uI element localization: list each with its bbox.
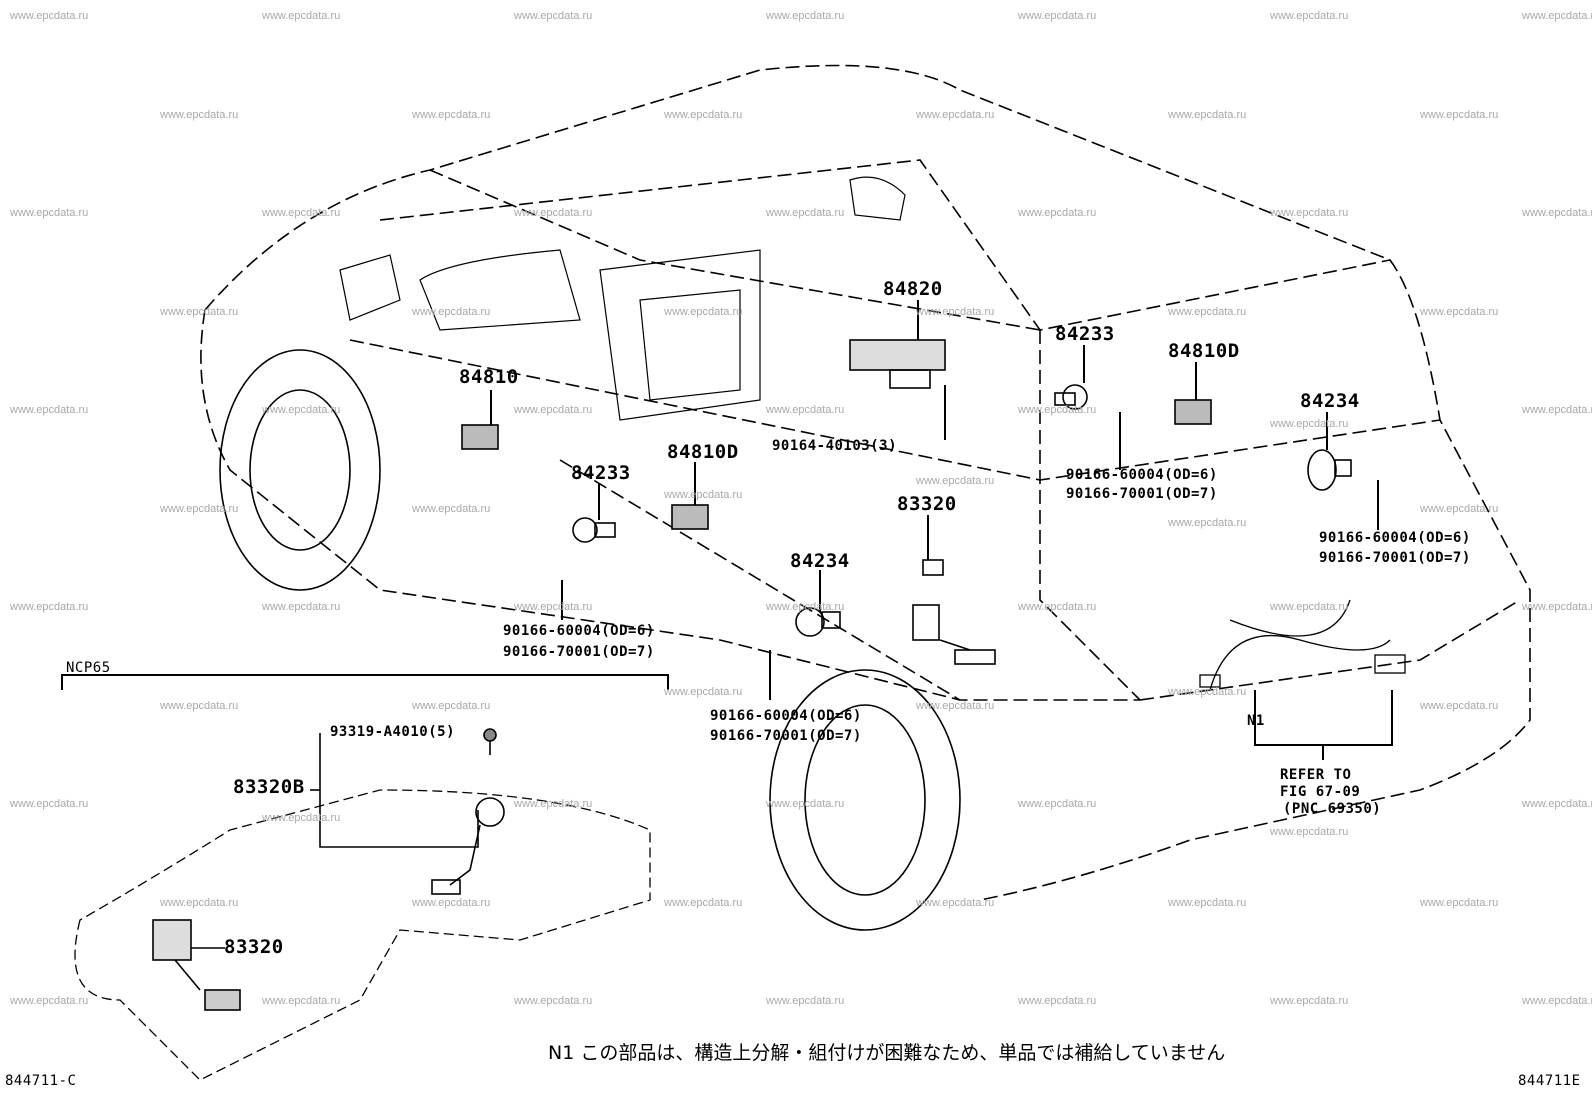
label-84233-right[interactable]: 84233: [1055, 323, 1115, 345]
refer-line-3: (PNC 69350): [1283, 801, 1382, 817]
label-screw-r2[interactable]: 90166-70001(OD=7): [1066, 486, 1218, 502]
label-84234-right[interactable]: 84234: [1300, 390, 1360, 412]
part-84233-left: [572, 517, 616, 543]
label-screw-c2[interactable]: 90166-70001(OD=7): [710, 728, 862, 744]
part-84234-left: [795, 607, 841, 637]
label-84820[interactable]: 84820: [883, 278, 943, 300]
part-84810-left: [461, 424, 499, 450]
interior-outline: [339, 176, 906, 421]
part-84810d-center: [671, 504, 709, 530]
label-93319-a4010[interactable]: 93319-A4010(5): [330, 724, 456, 740]
label-84234-left[interactable]: 84234: [790, 550, 850, 572]
figure-id-left: 844711-C: [5, 1073, 77, 1089]
part-84810d-right: [1174, 399, 1212, 425]
part-84234-right: [1307, 449, 1352, 491]
refer-line-1: REFER TO: [1280, 767, 1352, 783]
label-84233-left[interactable]: 84233: [571, 462, 631, 484]
harness-n1: [1199, 599, 1406, 691]
part-84820-switch: [849, 339, 946, 389]
label-screw-c1[interactable]: 90166-60004(OD=6): [710, 708, 862, 724]
label-n1: N1: [1247, 713, 1265, 729]
label-83320b[interactable]: 83320B: [233, 776, 305, 798]
inset-fuel-tank: [74, 789, 651, 1081]
car-body-outline: [200, 64, 1531, 901]
label-screw-rr2[interactable]: 90166-70001(OD=7): [1319, 550, 1471, 566]
leader-lines: [490, 300, 1393, 760]
front-wheel: [219, 349, 381, 591]
figure-id-right: 844711E: [1518, 1073, 1581, 1089]
variant-label: NCP65: [66, 660, 111, 676]
label-84810d-right[interactable]: 84810D: [1168, 340, 1240, 362]
rear-wheel: [769, 669, 961, 931]
label-screw-l1[interactable]: 90166-60004(OD=6): [503, 623, 655, 639]
inset-parts: [152, 728, 505, 1011]
label-84810d-center[interactable]: 84810D: [667, 441, 739, 463]
refer-line-2[interactable]: FIG 67-09: [1280, 784, 1361, 800]
label-screw-l2[interactable]: 90166-70001(OD=7): [503, 644, 655, 660]
label-screw-rr1[interactable]: 90166-60004(OD=6): [1319, 530, 1471, 546]
part-83320-sender: [912, 559, 996, 665]
label-84810[interactable]: 84810: [459, 366, 519, 388]
label-83320[interactable]: 83320: [897, 493, 957, 515]
label-inset-83320[interactable]: 83320: [224, 936, 284, 958]
supply-note: N1 この部品は、構造上分解・組付けが困難なため、単品では補給していません: [548, 1042, 1226, 1064]
inset-bracket: [61, 674, 669, 690]
part-84233-right: [1054, 384, 1088, 410]
label-90164-40103[interactable]: 90164-40103(3): [772, 438, 898, 454]
label-screw-r1[interactable]: 90166-60004(OD=6): [1066, 467, 1218, 483]
